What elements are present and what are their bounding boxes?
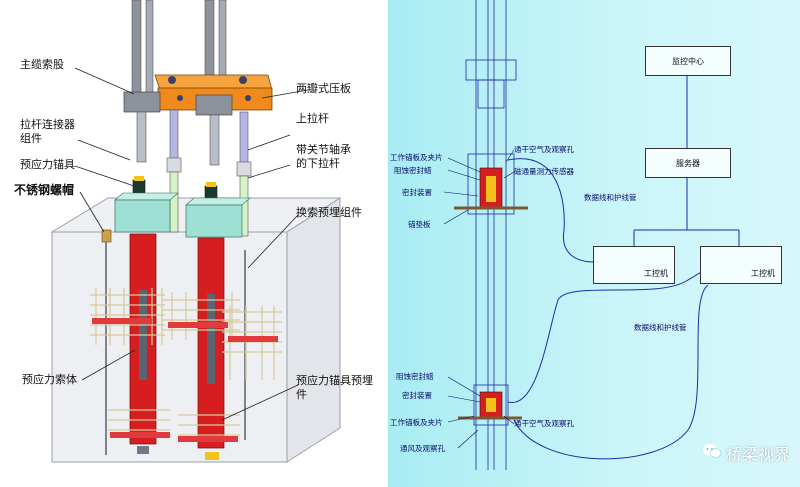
label-joint-bearing-line2: 的下拉杆 xyxy=(296,157,340,170)
anchor-3d-illustration xyxy=(50,0,342,463)
cable-core xyxy=(207,294,215,384)
upper-rod xyxy=(209,114,220,166)
lower-rod xyxy=(169,171,179,233)
ipc-left-box: 工控机 xyxy=(593,246,675,284)
label-data-line-top: 数据线和护线管 xyxy=(584,193,637,202)
label-prestress-anchor: 预应力锚具 xyxy=(20,158,75,171)
bolt xyxy=(245,95,251,101)
grid-plate xyxy=(168,322,228,328)
bolt xyxy=(239,76,247,84)
label-prestress-cable-body: 预应力索体 xyxy=(22,373,77,386)
label-anchor-embed-line2: 件 xyxy=(296,388,307,401)
joint-bearing xyxy=(166,157,182,173)
label-air-hole-bottom: 通干空气及观察孔 xyxy=(514,419,574,428)
bolt xyxy=(168,76,176,84)
anchor-bottom xyxy=(137,446,149,454)
label-data-line-bottom: 数据线和护线管 xyxy=(634,323,687,332)
rod-connector xyxy=(195,94,233,116)
anchor-block xyxy=(114,199,171,233)
label-joint-bearing-line1: 带关节轴承 xyxy=(296,143,351,156)
left-panel-3d-diagram: 主缆索股 两瓣式压板 拉杆连接器 组件 上拉杆 预应力锚具 带关节轴承 的下拉杆… xyxy=(0,0,385,487)
anchor-block xyxy=(185,204,243,238)
upper-rod xyxy=(169,109,179,161)
upper-rod xyxy=(239,111,249,165)
wechat-icon xyxy=(702,443,722,463)
label-rod-connector-line1: 拉杆连接器 xyxy=(20,118,75,131)
rebar-grid xyxy=(90,288,282,436)
upper-rod xyxy=(136,111,147,163)
cable-column xyxy=(465,0,517,470)
bolt xyxy=(177,95,183,101)
label-main-cable-strand: 主缆索股 xyxy=(20,58,64,71)
label-stainless-nut-cap: 不锈钢螺帽 xyxy=(14,183,75,197)
joint-bearing xyxy=(236,161,252,177)
label-rod-connector-line2: 组件 xyxy=(20,132,42,145)
label-two-flap-plate: 两瓣式压板 xyxy=(296,82,351,95)
concrete-side-face xyxy=(286,197,341,463)
label-corrosion-seal-top: 阻蚀密封蜡 xyxy=(394,166,432,175)
label-anchor-embed-line1: 预应力锚具预埋 xyxy=(296,374,373,387)
grid-plate xyxy=(228,336,278,342)
right-panel-monitoring-schematic: 监控中心 服务器 工控机 工控机 工作锚板及夹片 阻蚀密封蜡 密封装置 锚垫板 … xyxy=(388,0,800,487)
grid-plate xyxy=(178,436,238,442)
anchor-nut-bottom xyxy=(205,452,219,460)
label-work-anchor-bottom: 工作锚板及夹片 xyxy=(390,418,443,427)
anchor-core-top xyxy=(486,176,496,202)
label-magnetic-sensor: 磁通量测力传感器 xyxy=(514,167,574,176)
cable-strand xyxy=(145,0,154,96)
grid-plate xyxy=(92,318,152,324)
label-replace-cable-embed: 换索预埋组件 xyxy=(296,206,362,219)
anchor-nut xyxy=(134,176,144,181)
label-bearing-plate: 锚垫板 xyxy=(408,220,431,229)
server-box: 服务器 xyxy=(645,148,731,178)
watermark-text: 桥梁视界 xyxy=(725,445,790,464)
label-vent-hole: 通风及观察孔 xyxy=(400,444,445,453)
label-seal-device-bottom: 密封装置 xyxy=(402,391,432,400)
label-corrosion-seal-bottom: 阻蚀密封蜡 xyxy=(396,372,434,381)
label-air-hole-top: 通干空气及观察孔 xyxy=(514,145,574,154)
watermark: 桥梁视界 xyxy=(702,441,790,465)
label-work-anchor-top: 工作锚板及夹片 xyxy=(390,153,443,162)
anchor-core-bottom xyxy=(486,398,496,412)
stainless-nut-cap xyxy=(101,229,112,243)
rod-connector xyxy=(123,91,161,113)
monitoring-schematic xyxy=(443,0,759,470)
monitor-center-box: 监控中心 xyxy=(645,46,731,76)
ipc-right-box: 工控机 xyxy=(700,246,782,284)
concrete-front-face xyxy=(51,231,288,463)
anchor-nut xyxy=(206,182,216,187)
label-seal-device-top: 密封装置 xyxy=(402,188,432,197)
label-upper-rod: 上拉杆 xyxy=(296,112,329,125)
cable-strand xyxy=(131,0,142,96)
grid-plate xyxy=(110,432,170,438)
